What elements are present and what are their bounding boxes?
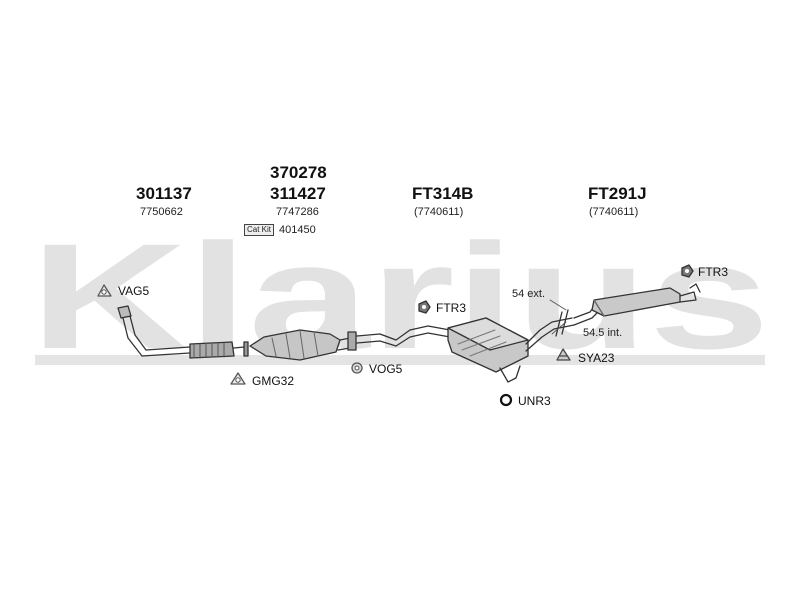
catalyst: [249, 329, 357, 361]
fitting-unr3[interactable]: UNR3: [518, 394, 551, 408]
unr3-icon: [499, 393, 513, 407]
watermark-underline: [35, 355, 765, 365]
rear-silencer: [573, 283, 701, 326]
cat-kit-number: 401450: [279, 224, 316, 236]
note-54-ext: 54 ext.: [512, 288, 546, 300]
oe-number-7747286: 7747286: [276, 206, 319, 218]
centre-silencer: [356, 309, 575, 383]
fitting-gmg32[interactable]: GMG32: [252, 374, 295, 388]
fitting-ftr3-mid[interactable]: FTR3: [436, 301, 466, 315]
fitting-vog5[interactable]: VOG5: [369, 362, 403, 376]
oe-number-7750662: 7750662: [140, 206, 183, 218]
part-number-301137[interactable]: 301137: [136, 184, 192, 203]
part-number-ft314b[interactable]: FT314B: [412, 184, 474, 203]
fitting-vag5[interactable]: VAG5: [118, 284, 150, 298]
part-number-ft291j[interactable]: FT291J: [588, 184, 647, 203]
fitting-ftr3-right[interactable]: FTR3: [698, 265, 728, 279]
vog5-icon: [351, 362, 363, 374]
oe-number-ft314b: (7740611): [414, 206, 464, 218]
note-54-5-int: 54.5 int.: [583, 327, 623, 339]
ftr3-right-icon: [681, 264, 694, 278]
vag5-icon: [97, 284, 112, 297]
sya23-icon: [556, 348, 571, 361]
ftr3-mid-icon: [418, 300, 431, 314]
gmg32-icon: [230, 372, 246, 385]
oe-number-ft291j: (7740611): [589, 206, 639, 218]
cat-kit[interactable]: Cat Kit 401450: [244, 224, 316, 237]
cat-kit-label: Cat Kit: [244, 224, 275, 237]
fitting-sya23[interactable]: SYA23: [578, 351, 615, 365]
part-number-370278[interactable]: 370278: [270, 163, 327, 182]
part-number-311427[interactable]: 311427: [270, 184, 326, 203]
front-pipe: [117, 305, 249, 359]
